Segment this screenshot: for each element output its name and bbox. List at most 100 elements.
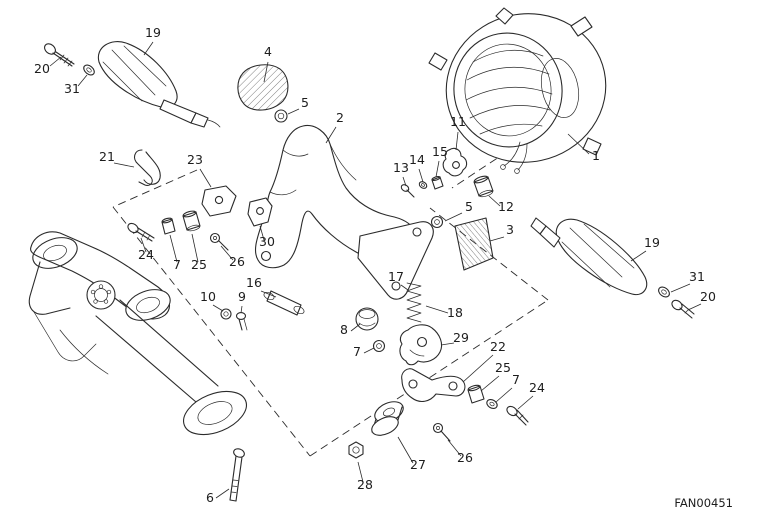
callout-leader-1 xyxy=(567,133,590,155)
bracket-29 xyxy=(399,324,443,366)
callout-leader-24 xyxy=(517,395,534,410)
bracket-23 xyxy=(201,185,237,217)
part-callout-19: 19 xyxy=(145,25,161,40)
nut-5-upper xyxy=(274,109,288,123)
part-callout-31: 31 xyxy=(64,81,80,96)
callout-leader-31 xyxy=(77,74,88,87)
callout-leader-26 xyxy=(220,245,234,261)
callout-leader-2 xyxy=(325,126,337,144)
part-callout-5: 5 xyxy=(465,199,473,214)
callout-leader-4 xyxy=(263,61,269,83)
part-callout-24: 24 xyxy=(529,380,545,395)
callout-leader-18 xyxy=(425,305,449,314)
part-callout-22: 22 xyxy=(490,339,506,354)
lock-27 xyxy=(371,401,404,436)
part-callout-27: 27 xyxy=(410,457,426,472)
spring-17-18 xyxy=(406,282,422,323)
bushing-12 xyxy=(473,175,494,198)
part-callout-10: 10 xyxy=(200,289,216,304)
part-callout-26: 26 xyxy=(457,450,473,465)
callout-leader-10 xyxy=(212,304,224,312)
callout-leader-28 xyxy=(357,461,364,483)
triple-clamp-assembly xyxy=(28,231,247,436)
washer-31-top-left xyxy=(83,64,95,76)
screw-20-top-left xyxy=(44,43,75,67)
callout-leader-22 xyxy=(462,354,494,383)
part-callout-15: 15 xyxy=(432,144,448,159)
part-callout-30: 30 xyxy=(259,234,275,249)
part-callout-2: 2 xyxy=(336,110,344,125)
callout-leader-8 xyxy=(350,323,361,332)
callout-leader-9 xyxy=(240,305,243,314)
diagram-code: FAN00451 xyxy=(674,496,733,510)
part-callout-6: 6 xyxy=(206,490,214,505)
callout-leader-5 xyxy=(287,108,300,115)
nut-5-lower xyxy=(430,215,444,229)
spacer-15 xyxy=(431,175,444,190)
part-callout-29: 29 xyxy=(453,330,469,345)
part-callout-17: 17 xyxy=(388,269,404,284)
callout-leader-27 xyxy=(397,436,414,464)
nut-28 xyxy=(348,441,364,459)
part-callout-20: 20 xyxy=(34,61,50,76)
callout-leader-20 xyxy=(687,303,702,311)
washer-31-right xyxy=(658,286,670,298)
callout-leader-17 xyxy=(400,284,409,291)
part-callout-9: 9 xyxy=(238,289,246,304)
screw-26-left xyxy=(209,232,229,251)
part-callout-13: 13 xyxy=(393,160,409,175)
main-bracket-2 xyxy=(254,124,434,300)
callout-leader-25 xyxy=(191,233,199,263)
screw-20-right xyxy=(671,299,695,319)
part-callout-18: 18 xyxy=(447,305,463,320)
part-callout-31: 31 xyxy=(689,269,705,284)
part-callout-23: 23 xyxy=(187,152,203,167)
washer-7-right xyxy=(486,399,498,409)
part-callout-7: 7 xyxy=(173,257,181,272)
spacer-7-left xyxy=(161,217,176,235)
part-callout-12: 12 xyxy=(498,199,514,214)
bolt-6 xyxy=(229,448,245,502)
callout-leader-24 xyxy=(140,237,147,253)
screw-26-right xyxy=(432,422,451,442)
clamp-11 xyxy=(442,147,468,177)
bushing-25-right xyxy=(467,384,485,404)
part-callout-4: 4 xyxy=(264,44,272,59)
headlight-unit xyxy=(428,7,607,174)
callout-leader-13 xyxy=(402,176,407,187)
callout-leader-19 xyxy=(143,41,154,56)
part-callout-11: 11 xyxy=(450,114,466,129)
clip-21 xyxy=(133,149,161,186)
washer-14 xyxy=(418,181,428,189)
callout-leader-7 xyxy=(495,387,513,403)
part-callout-25: 25 xyxy=(495,360,511,375)
callout-leader-30 xyxy=(259,225,265,241)
screw-13 xyxy=(400,184,415,198)
callout-leader-7 xyxy=(363,347,375,354)
part-callout-24: 24 xyxy=(138,247,154,262)
grommet-8 xyxy=(355,307,379,331)
screw-9 xyxy=(235,312,248,331)
callout-leader-16 xyxy=(260,290,277,298)
part-callout-25: 25 xyxy=(191,257,207,272)
bracket-22 xyxy=(401,368,466,403)
nut-7-center xyxy=(372,339,386,353)
part-callout-3: 3 xyxy=(506,222,514,237)
part-callout-8: 8 xyxy=(340,322,348,337)
screw-24-right xyxy=(506,405,529,426)
bracket-30 xyxy=(247,197,273,227)
rubber-pad-4 xyxy=(237,64,289,111)
part-callout-7: 7 xyxy=(353,344,361,359)
callout-leader-31 xyxy=(670,283,691,293)
callout-leader-29 xyxy=(440,342,455,346)
part-callout-16: 16 xyxy=(246,275,262,290)
callout-leader-19 xyxy=(630,250,647,262)
callout-leader-20 xyxy=(49,56,62,67)
callout-leader-6 xyxy=(215,488,230,499)
pad-3 xyxy=(454,217,494,271)
callout-leader-11 xyxy=(455,131,459,151)
part-callout-14: 14 xyxy=(409,152,425,167)
